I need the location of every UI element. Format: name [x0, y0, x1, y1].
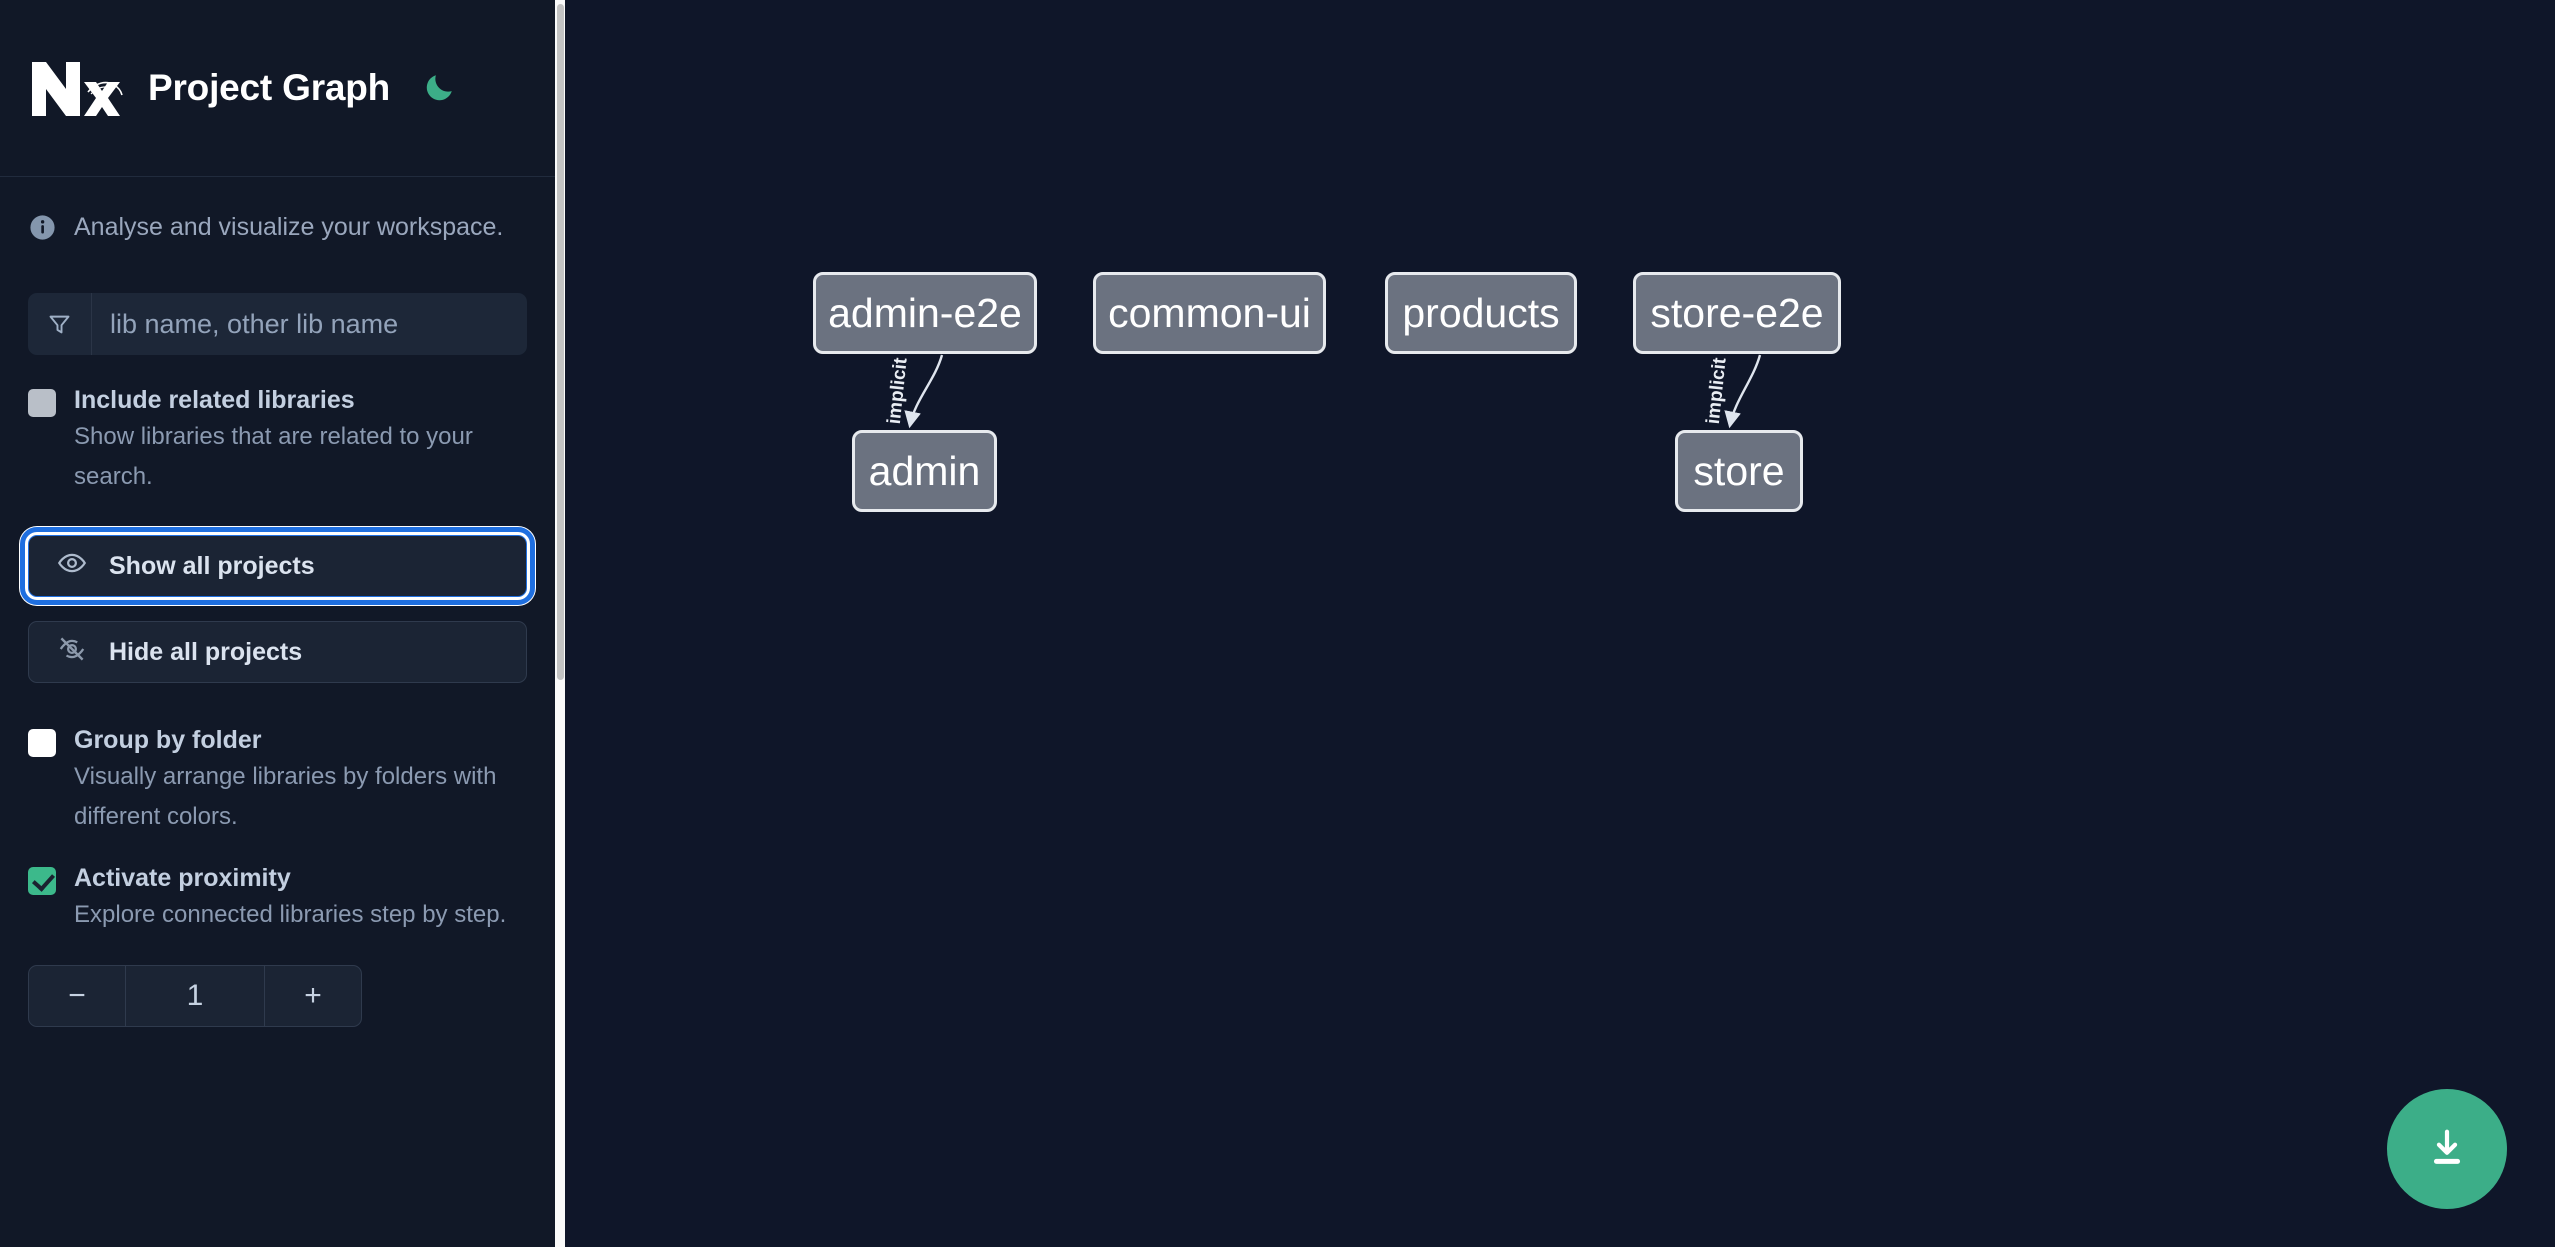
option-activate-proximity[interactable]: Activate proximity Explore connected lib… [0, 861, 555, 935]
hide-all-projects-label: Hide all projects [109, 637, 303, 666]
spacer [0, 683, 555, 723]
graph-node-common-ui[interactable]: common-ui [1093, 272, 1326, 354]
graph-edges [904, 354, 1762, 429]
sidebar-subtitle: Analyse and visualize your workspace. [0, 177, 555, 277]
include-related-libraries-checkbox[interactable] [28, 389, 56, 417]
nx-logo-icon [28, 56, 126, 120]
graph-node-store[interactable]: store [1675, 430, 1803, 512]
decrement-button[interactable]: − [29, 966, 125, 1026]
hide-all-projects-button[interactable]: Hide all projects [28, 621, 527, 683]
graph-canvas[interactable]: admin-e2e common-ui products store-e2e a… [565, 0, 2555, 1247]
graph-node-store-e2e[interactable]: store-e2e [1633, 272, 1841, 354]
option-label: Group by folder [74, 726, 262, 754]
eye-icon [57, 548, 87, 585]
proximity-stepper[interactable]: − 1 + [28, 965, 362, 1027]
option-label: Activate proximity [74, 864, 291, 892]
eye-off-icon [57, 634, 87, 671]
edge-store-e2e-to-store [1724, 354, 1762, 429]
node-label: common-ui [1108, 289, 1311, 336]
funnel-icon [28, 293, 92, 355]
spacer [0, 497, 555, 535]
moon-icon[interactable] [418, 67, 460, 109]
option-description: Visually arrange libraries by folders wi… [74, 763, 497, 830]
node-label: store-e2e [1650, 289, 1824, 336]
sidebar-subtitle-text: Analyse and visualize your workspace. [74, 212, 504, 241]
option-description: Explore connected libraries step by step… [74, 901, 507, 928]
filter-input-wrapper[interactable] [28, 293, 527, 355]
proximity-value: 1 [125, 966, 265, 1026]
option-include-related-libraries[interactable]: Include related libraries Show libraries… [0, 383, 555, 497]
node-label: products [1402, 289, 1560, 336]
node-label: store [1693, 447, 1785, 494]
show-all-projects-button[interactable]: Show all projects [20, 527, 535, 605]
graph-node-admin-e2e[interactable]: admin-e2e [813, 272, 1037, 354]
node-label: admin [868, 447, 981, 494]
page-title: Project Graph [148, 67, 391, 108]
sidebar: Project Graph Analyse and visualize your… [0, 0, 555, 1247]
graph-node-products[interactable]: products [1385, 272, 1577, 354]
project-visibility-buttons: Show all projects Hide all projects [0, 527, 555, 683]
search-input[interactable] [92, 293, 527, 355]
edge-admin-e2e-to-admin [904, 354, 944, 429]
activate-proximity-checkbox[interactable] [28, 867, 56, 895]
show-all-projects-label: Show all projects [109, 551, 315, 580]
group-by-folder-checkbox[interactable] [28, 729, 56, 757]
sidebar-header: Project Graph [0, 0, 555, 177]
option-description: Show libraries that are related to your … [74, 423, 473, 490]
option-group-by-folder[interactable]: Group by folder Visually arrange librari… [0, 723, 555, 837]
spacer [28, 597, 527, 621]
sidebar-scrollbar-thumb[interactable] [557, 4, 564, 680]
info-icon [28, 213, 57, 242]
proximity-stepper-wrapper: − 1 + [0, 965, 555, 1027]
node-label: admin-e2e [828, 289, 1022, 336]
option-label: Include related libraries [74, 386, 355, 414]
download-icon [2424, 1125, 2470, 1174]
graph-node-admin[interactable]: admin [852, 430, 997, 512]
increment-button[interactable]: + [265, 966, 361, 1026]
download-graph-button[interactable] [2387, 1089, 2507, 1209]
